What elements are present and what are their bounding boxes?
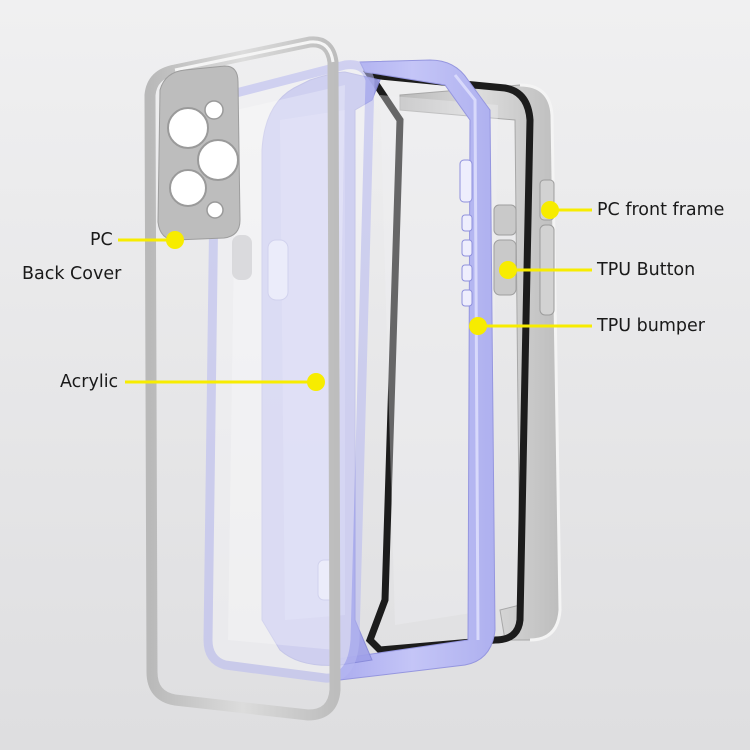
label-pc: PC: [90, 230, 113, 250]
callout-lines: [118, 201, 592, 391]
tpu-bumper-part: [329, 59, 496, 681]
label-tpu-button: TPU Button: [597, 260, 696, 280]
label-acrylic: Acrylic: [60, 372, 119, 392]
pc-back-cover-part: [144, 36, 341, 721]
label-tpu-bumper: TPU bumper: [597, 316, 705, 336]
tpu-button-part: [493, 204, 517, 296]
label-pc-front-frame: PC front frame: [597, 200, 725, 220]
label-back-cover: Back Cover: [22, 264, 122, 284]
